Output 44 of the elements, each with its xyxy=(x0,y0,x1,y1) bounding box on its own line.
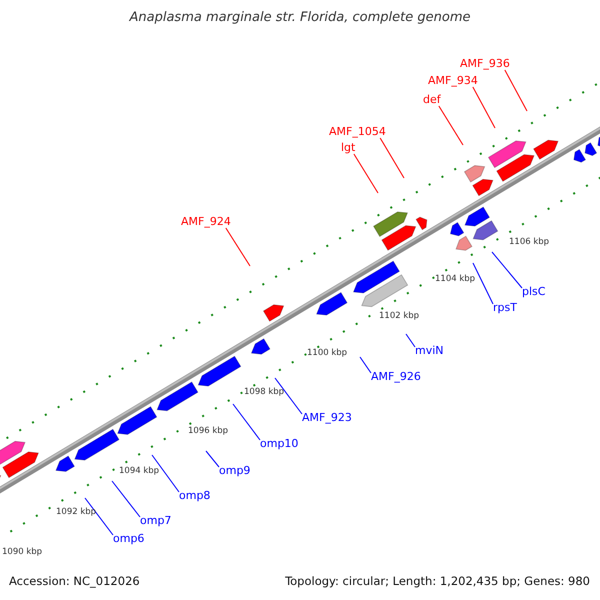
gene-label: omp10 xyxy=(260,438,298,449)
footer-text: Accession: NC_012026 xyxy=(9,576,140,588)
leader-line xyxy=(206,450,220,468)
gene-label: rpsT xyxy=(493,302,517,313)
title: Anaplasma marginale str. Florida, complete genome xyxy=(128,11,472,24)
scale-label: 1092 kbp xyxy=(56,508,96,516)
leader-line xyxy=(472,262,494,304)
leader-line xyxy=(84,498,114,536)
leader-line xyxy=(152,454,180,492)
leader-line xyxy=(504,70,528,112)
leader-line xyxy=(380,138,404,178)
gene-label: plsC xyxy=(522,286,546,297)
scale-label: 1090 kbp xyxy=(2,548,42,556)
leader-line xyxy=(232,404,260,440)
gene-label: AMF_934 xyxy=(428,75,478,86)
gene-label: AMF_1054 xyxy=(329,126,386,137)
gene-label: AMF_926 xyxy=(371,371,421,382)
scale-label: 1094 kbp xyxy=(119,467,160,476)
leader-line xyxy=(492,252,522,288)
leader-line xyxy=(438,106,464,146)
scale-label: 1104 kbp xyxy=(435,275,476,284)
gene-label: omp8 xyxy=(179,490,210,501)
leader-line xyxy=(112,480,140,518)
gene-label: omp7 xyxy=(140,515,172,526)
gene-label: mviN xyxy=(415,345,444,356)
leader-line xyxy=(274,378,302,414)
scale-label: 1096 kbp xyxy=(188,427,228,436)
gene-label: AMF_923 xyxy=(302,412,352,423)
scale-label: 1102 kbp xyxy=(379,312,420,320)
leader-line xyxy=(353,154,378,194)
scale-label: 1100 kbp xyxy=(307,349,348,358)
gene-label: omp9 xyxy=(219,465,250,476)
gene-label: omp6 xyxy=(113,533,144,544)
scale-label: 1098 kbp xyxy=(244,388,284,396)
gene-label: lgt xyxy=(341,142,356,153)
leader-line xyxy=(225,228,250,266)
gene-label: AMF_936 xyxy=(460,58,510,69)
footer-text: Topology: circular; Length: 1,202,435 bp; Genes: 980 xyxy=(285,576,590,588)
leader-line xyxy=(406,334,416,348)
leader-line xyxy=(472,86,496,128)
leader-line xyxy=(360,356,372,374)
gene-label: def xyxy=(423,94,441,105)
gene-label: AMF_924 xyxy=(181,216,231,227)
scale-label: 1106 kbp xyxy=(509,238,550,246)
